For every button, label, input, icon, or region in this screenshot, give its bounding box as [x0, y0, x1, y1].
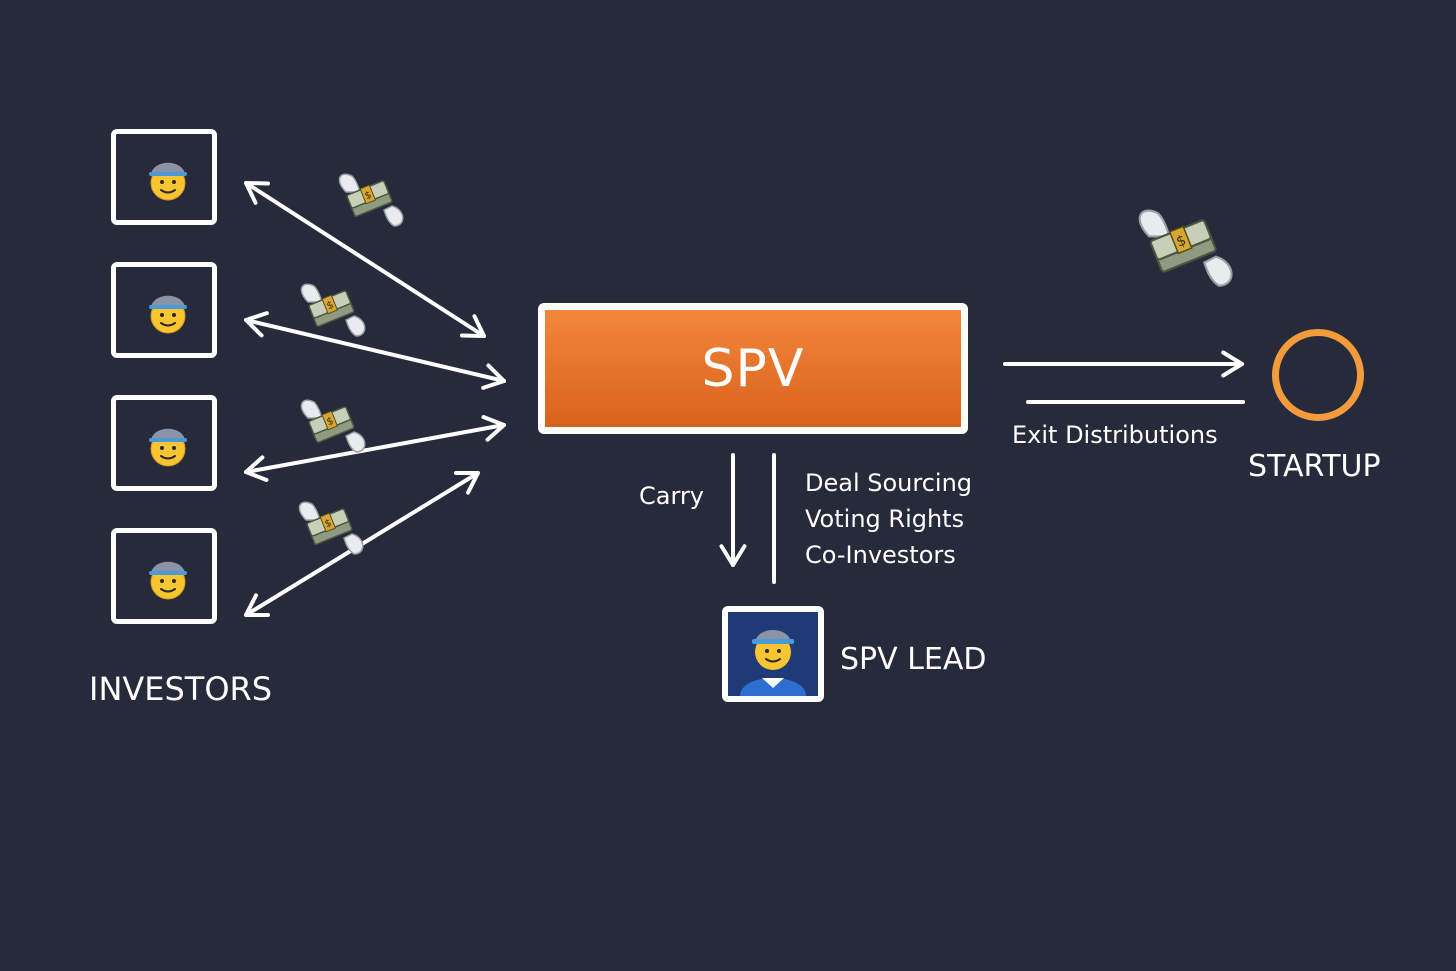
investor-box-4 [111, 528, 217, 624]
investor-3-arrow-line [244, 423, 506, 474]
investor-box-3 [111, 395, 217, 491]
investor-2-arrow-head-investor [244, 311, 269, 338]
investor-1-arrow-head-investor [244, 181, 270, 205]
spv-label: SPV [701, 338, 805, 399]
money-with-wings-icon [298, 501, 364, 555]
spv-lead-avatar-icon [740, 630, 806, 696]
lead-role-deal-sourcing: Deal Sourcing [805, 469, 973, 497]
investor-4-arrow-head-investor [244, 593, 270, 618]
startup-circle-icon [1272, 329, 1364, 421]
investor-2-arrow-line [244, 318, 506, 383]
money-with-wings-icon [300, 283, 366, 337]
money-with-wings-icon [338, 173, 404, 227]
investor-3-arrow-head-spv [481, 415, 506, 442]
exit-distributions-label: Exit Distributions [1012, 421, 1218, 449]
investor-2-arrow-head-spv [481, 363, 506, 390]
investor-1-arrow-head-spv [460, 314, 486, 338]
lead-role-co-investors: Co-Investors [805, 541, 956, 569]
investor-3-arrow-head-investor [244, 455, 269, 482]
investment-arrow-head [1221, 350, 1244, 378]
startup-label: STARTUP [1248, 449, 1381, 484]
money-with-wings-icon [300, 399, 366, 453]
carry-arrow-head [719, 544, 747, 567]
spv-lead-box [722, 606, 824, 702]
investor-1-arrow-line [244, 181, 486, 338]
investors-label: INVESTORS [89, 670, 273, 708]
investor-box-2 [111, 262, 217, 358]
investor-4-arrow-head-spv [454, 470, 480, 495]
investor-box-1 [111, 129, 217, 225]
lead-role-voting-rights: Voting Rights [805, 505, 965, 533]
spv-lead-label: SPV LEAD [840, 642, 987, 677]
spv-box: SPV [538, 303, 968, 434]
carry-label: Carry [639, 482, 704, 510]
money-with-wings-icon [1138, 209, 1233, 287]
